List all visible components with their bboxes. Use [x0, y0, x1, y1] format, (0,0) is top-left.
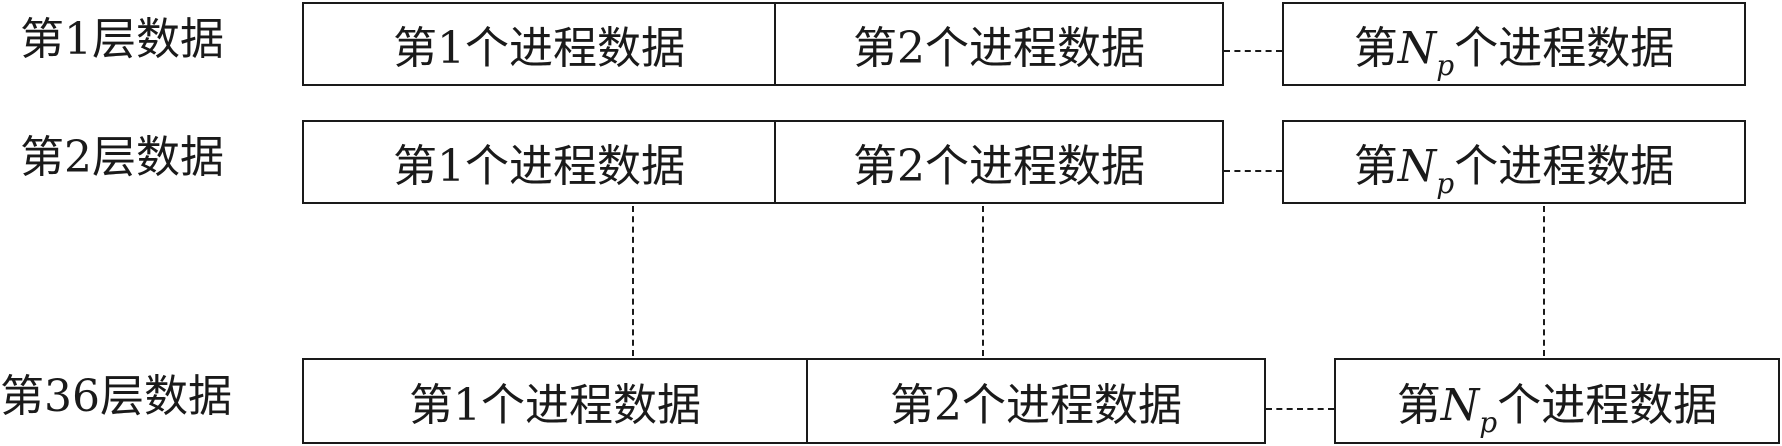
row1-process-2-block: 第2个进程数据	[776, 2, 1224, 86]
vertical-ellipsis-dash-np	[1543, 206, 1545, 356]
row2-process-2-block: 第2个进程数据	[776, 120, 1224, 204]
row2-process-np-block: 第Np个进程数据	[1282, 120, 1746, 204]
row36-process-2-block: 第2个进程数据	[808, 358, 1266, 444]
row-label-layer-36: 第36层数据	[0, 371, 232, 422]
vertical-ellipsis-dash-1	[632, 206, 634, 356]
row36-process-np-text: 第Np个进程数据	[1396, 380, 1718, 439]
row2-process-np-text: 第Np个进程数据	[1353, 141, 1675, 200]
row36-process-1-text: 第1个进程数据	[409, 380, 701, 431]
row1-process-1-text: 第1个进程数据	[393, 23, 685, 74]
row2-process-2-text: 第2个进程数据	[853, 141, 1145, 192]
vertical-ellipsis-dash-2	[982, 206, 984, 356]
row-label-layer-1: 第1层数据	[20, 14, 224, 65]
row36-process-1-block: 第1个进程数据	[302, 358, 808, 444]
row2-ellipsis-dash	[1224, 170, 1282, 172]
row-label-layer-2: 第2层数据	[20, 132, 224, 183]
row1-process-np-block: 第Np个进程数据	[1282, 2, 1746, 86]
row2-process-1-text: 第1个进程数据	[393, 141, 685, 192]
row2-process-1-block: 第1个进程数据	[302, 120, 776, 204]
row1-process-2-text: 第2个进程数据	[853, 23, 1145, 74]
row1-process-1-block: 第1个进程数据	[302, 2, 776, 86]
row36-ellipsis-dash	[1266, 408, 1334, 410]
row1-ellipsis-dash	[1224, 50, 1282, 52]
row36-process-np-block: 第Np个进程数据	[1334, 358, 1780, 444]
row1-process-np-text: 第Np个进程数据	[1353, 23, 1675, 82]
row36-process-2-text: 第2个进程数据	[890, 380, 1182, 431]
